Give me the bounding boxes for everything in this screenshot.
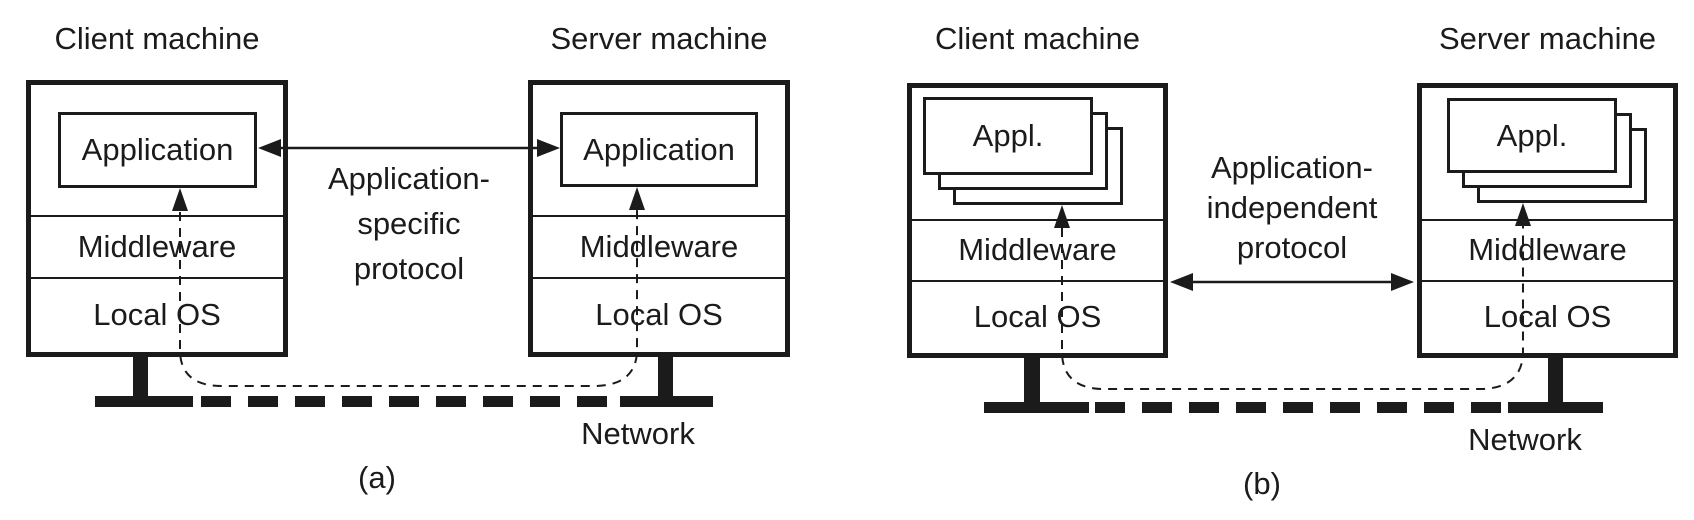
protocol-label-line: Application-: [328, 161, 490, 196]
local-os-layer-label: Local OS: [93, 297, 221, 332]
layer-divider: [1422, 219, 1673, 221]
monitor-stand-a-client: [95, 355, 193, 407]
layer-divider: [31, 215, 283, 217]
layer-divider: [912, 280, 1163, 282]
arrowhead-right-icon: [1391, 273, 1414, 291]
layer-divider: [533, 215, 785, 217]
middleware-layer-label: Middleware: [77, 229, 237, 264]
application-box-a-client: Application: [58, 112, 257, 188]
machine-title-b-server: Server machine: [1438, 21, 1657, 56]
monitor-stand-b-client: [984, 356, 1089, 413]
machine-box-a-client: Application Middleware Local OS: [26, 80, 288, 357]
protocol-label-line: independent: [1206, 190, 1378, 225]
middleware-layer-label: Middleware: [579, 229, 739, 264]
protocol-label-b: Application- independent protocol: [1142, 148, 1442, 268]
protocol-arrow-a: [258, 139, 560, 157]
panel-caption-a: (a): [358, 460, 396, 495]
local-os-layer-label: Local OS: [973, 299, 1102, 334]
local-os-layer-label: Local OS: [595, 297, 723, 332]
arrowhead-left-icon: [1170, 273, 1193, 291]
application-label: Application: [583, 131, 735, 167]
local-os-layer-label: Local OS: [1483, 299, 1612, 334]
machine-box-b-client: Appl. Middleware Local OS: [907, 83, 1168, 358]
machine-title-a-server: Server machine: [550, 21, 768, 56]
layer-divider: [912, 219, 1163, 221]
layer-divider: [1422, 280, 1673, 282]
protocol-arrow-b: [1170, 273, 1414, 291]
protocol-label-a: Application- specific protocol: [259, 156, 559, 291]
machine-box-a-server: Application Middleware Local OS: [528, 80, 790, 357]
application-box-b-client: Appl.: [923, 97, 1093, 175]
middleware-layer-label: Middleware: [1468, 232, 1627, 267]
network-label-b: Network: [1468, 422, 1582, 457]
application-label: Application: [81, 132, 234, 167]
protocol-label-line: specific: [357, 206, 461, 241]
middleware-layer-label: Middleware: [958, 232, 1117, 267]
layer-divider: [31, 277, 283, 279]
application-label: Appl.: [972, 118, 1044, 153]
machine-title-a-client: Client machine: [54, 21, 260, 56]
monitor-stand-a-server: [620, 355, 713, 407]
protocol-label-line: Application-: [1211, 150, 1373, 185]
machine-box-b-server: Appl. Middleware Local OS: [1417, 83, 1678, 358]
protocol-label-line: protocol: [353, 251, 465, 286]
machine-title-b-client: Client machine: [934, 21, 1141, 56]
network-label-a: Network: [581, 416, 695, 451]
protocol-label-line: protocol: [1236, 230, 1348, 265]
panel-caption-b: (b): [1243, 466, 1281, 501]
layer-divider: [533, 277, 785, 279]
application-box-b-server: Appl.: [1447, 98, 1617, 173]
application-label: Appl.: [1496, 117, 1568, 153]
application-box-a-server: Application: [560, 112, 758, 187]
monitor-stand-b-server: [1508, 356, 1603, 413]
